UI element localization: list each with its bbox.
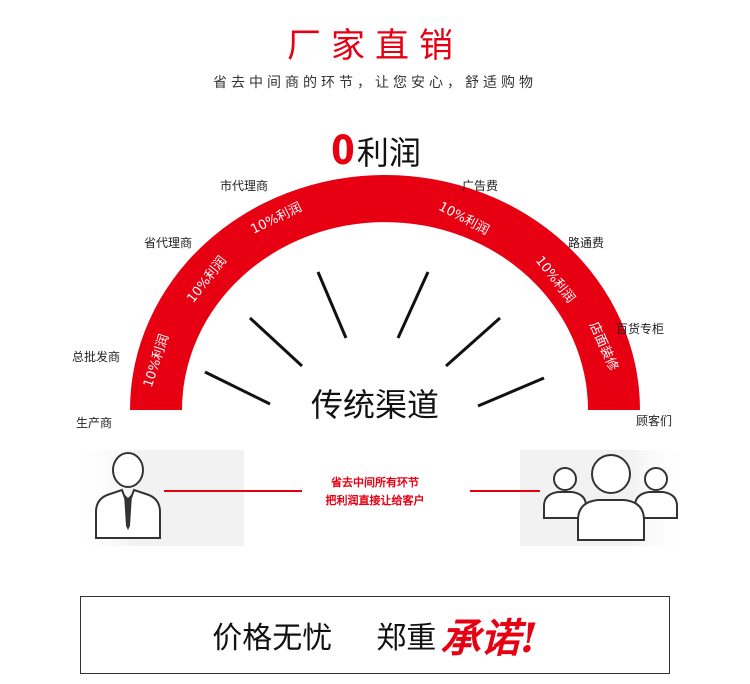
page-subtitle: 省去中间商的环节，让您安心，舒适购物 — [213, 75, 537, 91]
page-title: 厂家直销 — [287, 26, 463, 66]
profit-word: 利润 — [356, 134, 421, 172]
promise-mid-text: 郑重 — [376, 621, 437, 656]
middle-note-line1: 省去中间所有环节 — [331, 476, 419, 489]
node-road-fee: 路通费 — [568, 236, 605, 250]
node-department-counter: 百货专柜 — [616, 322, 665, 336]
node-producer: 生产商 — [76, 416, 113, 430]
zero-profit-heading: 0利润 — [0, 128, 750, 174]
node-city-agent: 市代理商 — [220, 179, 269, 193]
node-customers: 顾客们 — [636, 414, 673, 428]
node-wholesaler: 总批发商 — [72, 350, 121, 364]
channel-label: 传统渠道 — [310, 386, 439, 424]
arch-band — [130, 175, 640, 410]
promise-banner: 价格无忧 郑重 承诺! — [80, 596, 670, 674]
middle-note-line2: 把利润直接让给客户 — [325, 494, 425, 507]
promise-red-text: 承诺! — [440, 615, 538, 662]
promise-left-text: 价格无忧 — [212, 621, 333, 656]
businessman-icon — [95, 452, 161, 539]
node-advertising: 广告费 — [462, 179, 499, 193]
radial-spokes — [204, 271, 545, 408]
node-provincial-agent: 省代理商 — [144, 236, 193, 250]
customer-group-icon — [543, 454, 678, 541]
middle-note: 省去中间所有环节 把利润直接让给客户 — [300, 474, 450, 510]
zero-digit: 0 — [331, 128, 355, 174]
